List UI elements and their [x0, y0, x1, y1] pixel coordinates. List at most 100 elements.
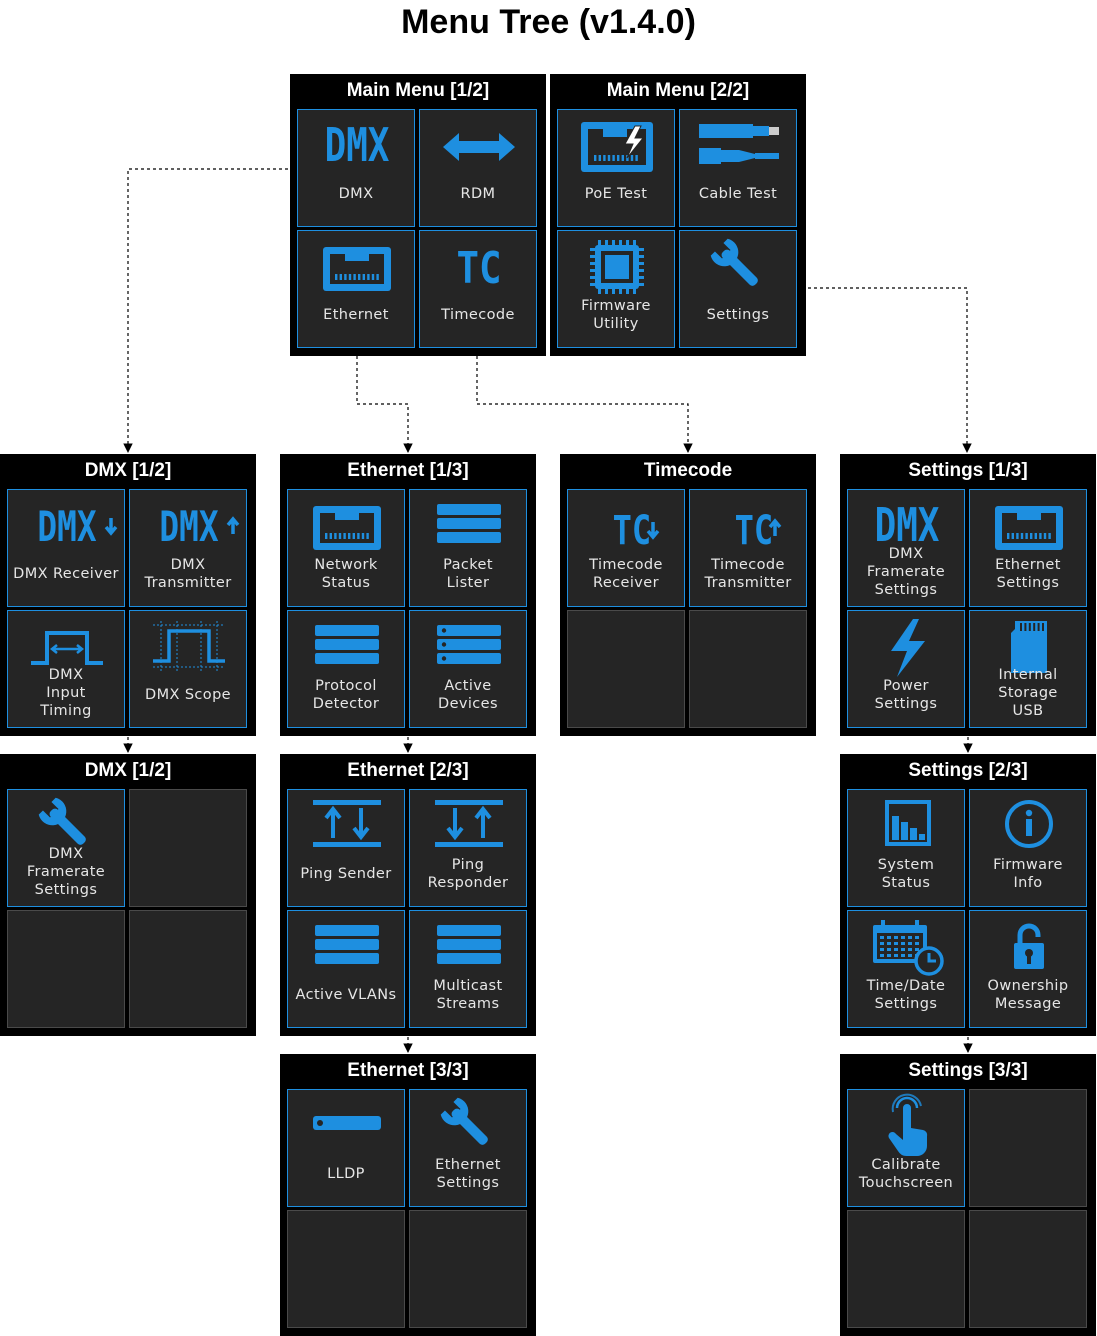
tile-settings[interactable]: Settings	[679, 230, 797, 348]
tile-timecode[interactable]: TC Timecode	[419, 230, 537, 348]
panel-title: Settings [3/3]	[908, 1060, 1028, 1081]
panel-title: DMX [1/2]	[84, 460, 172, 481]
tile-label: RDM	[460, 186, 496, 202]
panel-title: Ethernet [2/3]	[347, 760, 469, 781]
lldp-bar-icon	[313, 1116, 381, 1130]
sd-card-icon	[1011, 621, 1047, 673]
tile-lldp[interactable]: LLDP	[287, 1089, 405, 1207]
tile-active-vlans[interactable]: Active VLANs	[287, 910, 405, 1028]
svg-text:TC: TC	[613, 506, 652, 553]
server-stack-icon	[437, 625, 501, 664]
panel-title: Timecode	[643, 460, 733, 481]
lightning-icon	[891, 619, 925, 677]
tile-rdm[interactable]: RDM	[419, 109, 537, 227]
connector-timecode	[476, 356, 693, 453]
empty-tile	[689, 610, 807, 728]
double-arrow-icon	[443, 133, 515, 161]
tile-dmx-scope[interactable]: DMX Scope	[129, 610, 247, 728]
empty-tile	[287, 1210, 405, 1328]
tile-label: Cable Test	[698, 186, 778, 202]
panel-title: Settings [1/3]	[908, 460, 1028, 481]
tile-ethernet[interactable]: Ethernet	[297, 230, 415, 348]
tile-label: DMX Scope	[145, 687, 231, 703]
tile-label: Active VLANs	[295, 987, 397, 1003]
dmx-icon: DMX	[875, 499, 940, 553]
svg-text:DMX: DMX	[875, 499, 940, 553]
wrench-icon	[440, 1097, 488, 1145]
info-icon	[1005, 800, 1053, 848]
ping-respond-icon	[435, 800, 503, 847]
padlock-icon	[1014, 923, 1044, 969]
ethernet-port-icon	[323, 247, 391, 291]
wrench-icon	[38, 797, 86, 845]
chip-icon	[590, 240, 644, 294]
wrench-icon	[710, 238, 758, 286]
calendar-clock-icon	[873, 920, 944, 976]
tile-cable-test[interactable]: Cable Test	[679, 109, 797, 227]
tile-dmx-receiver[interactable]: DMX DMX Receiver	[7, 489, 125, 607]
svg-text:TC: TC	[456, 242, 501, 294]
list-stack-icon	[437, 925, 501, 964]
tile-label: Settings	[706, 307, 770, 323]
svg-text:DMX: DMX	[37, 502, 96, 551]
empty-tile	[129, 910, 247, 1028]
empty-tile	[847, 1210, 965, 1328]
tile-ping-sender[interactable]: Ping Sender	[287, 789, 405, 907]
panel-title: Ethernet [3/3]	[347, 1060, 469, 1081]
touch-hand-icon	[888, 1093, 928, 1157]
tc-receive-icon: TC	[613, 506, 660, 554]
tile-label: Timecode	[441, 307, 515, 323]
dmx-receive-icon: DMX	[37, 502, 118, 551]
svg-text:TC: TC	[735, 506, 774, 553]
tile-poe-test[interactable]: PoE Test	[557, 109, 675, 227]
ethernet-port-icon	[313, 506, 381, 550]
tile-label: DMX Receiver	[13, 566, 119, 582]
tc-icon: TC	[456, 242, 501, 294]
tile-label: Ping Sender	[300, 866, 392, 882]
tc-transmit-icon: TC	[735, 506, 782, 554]
